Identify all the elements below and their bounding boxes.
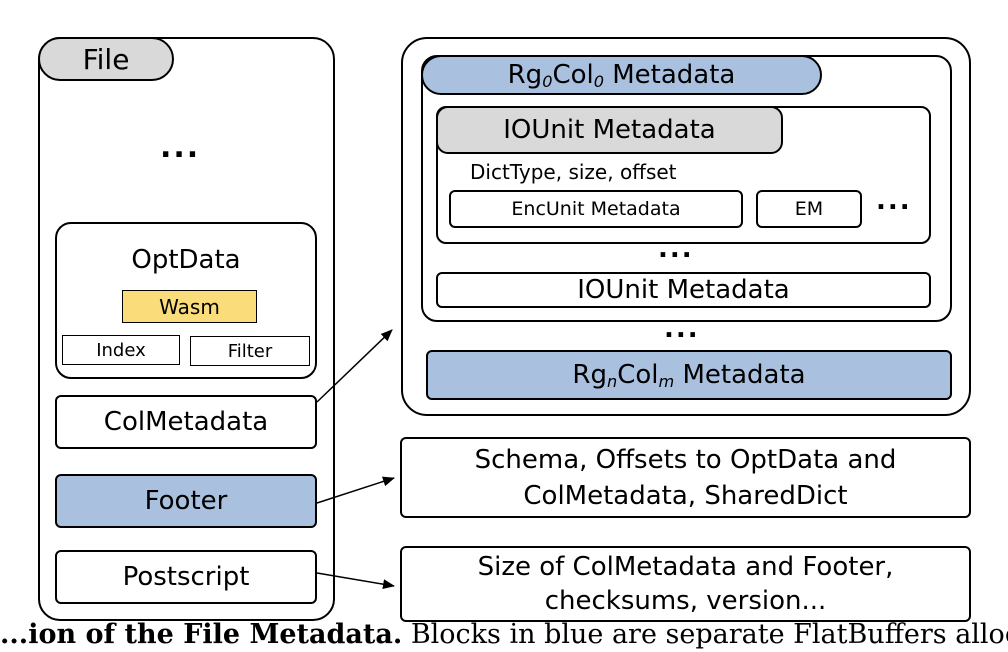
rg0col0-label: Rg0Col0 Metadata [507,60,736,92]
figure-caption: ...ion of the File Metadata. Blocks in b… [0,618,1008,652]
footer-detail-line2: ColMetadata, SharedDict [523,480,848,511]
file-title: File [82,42,130,76]
footer-detail-line1: Schema, Offsets to OptData and [474,444,897,475]
file-top-ellipsis: ... [160,130,201,165]
encunit-box: EncUnit Metadata [449,190,743,228]
footer-arrow [316,476,395,504]
postscript-box: Postscript [55,550,317,604]
footer-box: Footer [55,474,317,528]
postscript-detail-line1: Size of ColMetadata and Footer, [477,552,894,582]
footer-detail-box: Schema, Offsets to OptData and ColMetada… [400,437,971,518]
filter-box: Filter [190,336,310,366]
postscript-arrow [316,572,395,590]
em-box: EM [756,190,862,228]
caption-bold: ...ion of the File Metadata. [0,619,403,650]
iounit-tab: IOUnit Metadata [436,106,783,154]
rg-bottom-ellipsis: ... [664,314,700,344]
iounit-mid-ellipsis: ... [658,234,694,264]
rg0col0-tab: Rg0Col0 Metadata [421,55,822,95]
postscript-detail-line2: checksums, version... [544,586,827,616]
index-box: Index [62,335,180,365]
dict-info: DictType, size, offset [470,160,677,184]
colmetadata-box: ColMetadata [55,395,317,449]
rgncolm-label: RgnColm Metadata [572,360,806,392]
optdata-title: OptData [131,245,241,275]
file-title-tab: File [38,37,174,81]
rgncolm-box: RgnColm Metadata [426,350,952,400]
postscript-detail-box: Size of ColMetadata and Footer, checksum… [400,546,971,622]
em-ellipsis: ... [876,186,912,216]
iounit2-box: IOUnit Metadata [436,272,931,308]
wasm-box: Wasm [122,290,257,323]
colmetadata-arrow [316,329,393,403]
caption-rest: Blocks in blue are separate FlatBuffers … [410,619,1008,650]
